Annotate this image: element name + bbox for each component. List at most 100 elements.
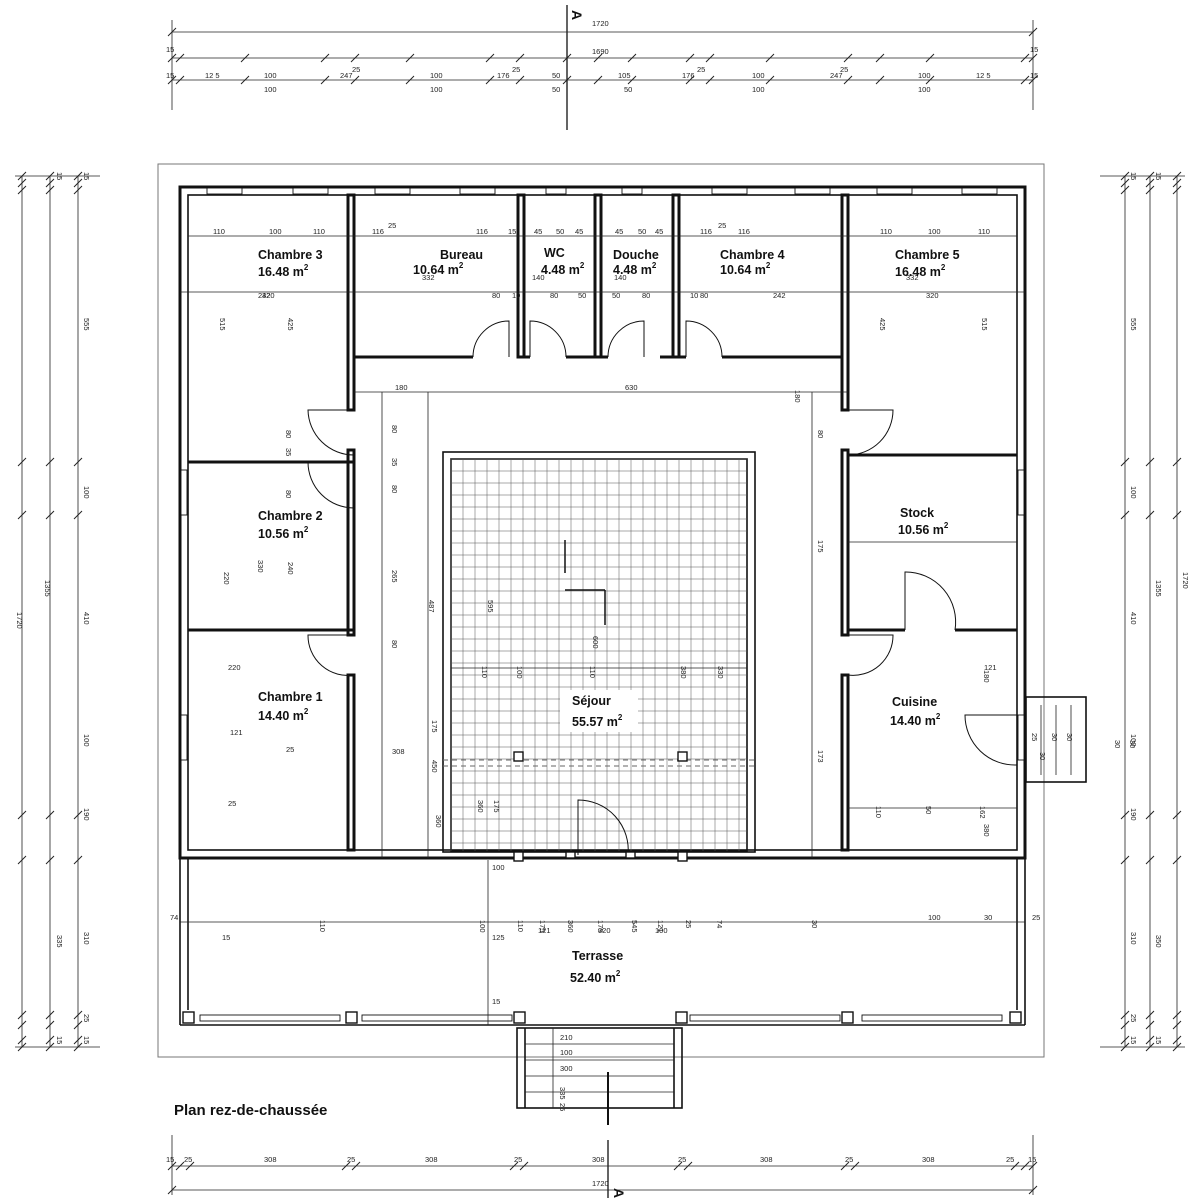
interior-dimension-label: 180 [395,383,408,392]
interior-dimension-label: 80 [492,291,500,300]
interior-dimension-label: 360 [566,920,575,933]
interior-dimension-label: 110 [480,666,489,678]
dim-bottom-seg: 25 [1006,1155,1014,1164]
interior-dimension-label: 30 [1113,740,1122,748]
interior-dimension-label: 80 [550,291,558,300]
room-label-chambre-1: Chambre 1 14.40 m2 [258,690,323,723]
dim-top-edge-right: 15 [1030,45,1038,54]
dimension-tick [73,457,83,467]
interior-dimension-label: 210 [560,1033,573,1042]
dimension-tick [73,178,83,188]
dimension-tick [45,1020,55,1030]
dim-right-seg: 100 [1129,734,1138,747]
dimension-tick [1028,27,1038,37]
interior-dimension-label: 380 [982,824,991,837]
dim-top-row3: 25 [512,65,520,74]
interior-dimension-label: 125 [492,933,505,942]
interior-dimension-label: 116 [700,227,712,236]
dimension-tick [1120,1010,1130,1020]
dim-top-row3: 12 5 [205,71,220,80]
dimension-tick [1145,1020,1155,1030]
interior-dimension-label: 175 [816,540,825,553]
dimension-tick [705,53,715,63]
dimension-tick [17,855,27,865]
dimension-tick [341,1161,351,1171]
dimension-tick [1020,75,1030,85]
dimension-tick [1145,810,1155,820]
front-stairs [516,1027,683,1125]
dim-right-overall: 1720 [1181,572,1190,589]
dimension-tick [240,53,250,63]
interior-dimension-label: 180 [982,670,991,683]
dim-top-row3: 25 [697,65,705,74]
interior-dimension-label: 175 [596,920,605,933]
interior-dimension-label: 45 [615,227,623,236]
interior-dimension-label: 175 [538,920,547,933]
dimension-tick [17,171,27,181]
room-label-douche: Douche 4.48 m2 [613,248,659,277]
interior-dimension-label: 100 [560,1048,573,1057]
interior-dimension-label: 110 [978,227,990,236]
dim-top-row3: 247 [340,71,353,80]
dimension-tick [1145,855,1155,865]
dim-left-seg: 555 [82,318,91,331]
dim-right-inner: 1355 [1154,580,1163,597]
dim-top-row3-under: 50 [624,85,632,94]
interior-dimension-label: 35 [390,458,399,466]
dimension-tick [705,75,715,85]
dim-top-inner: 1690 [592,47,609,56]
interior-dimension-label: 450 [430,760,439,773]
interior-dimension-label: 35 [284,448,293,456]
interior-dimension-label: 175 [492,800,501,813]
dimension-tick [627,75,637,85]
dimension-tick [17,810,27,820]
room-area: 4.48 m2 [613,261,657,277]
room-name: Chambre 5 [895,248,960,262]
interior-dimension-label: 630 [625,383,638,392]
dimension-tick [45,171,55,181]
interior-dimension-label: 242 [258,291,271,300]
interior-dimension-label: 100 [928,227,941,236]
dimension-tick [593,53,603,63]
interior-dimension-label: 140 [532,273,545,282]
dimension-tick [1172,1035,1182,1045]
room-name: Chambre 2 [258,509,323,523]
interior-dimension-label: 116 [476,227,488,236]
dimension-tick [167,27,177,37]
room-label-sejour: Séjour 55.57 m2 [560,690,638,732]
interior-dimension-label: 121 [656,920,665,933]
room-area: 10.56 m2 [898,521,949,537]
dimension-tick [350,75,360,85]
dimension-tick [875,75,885,85]
dim-left-seg: 100 [82,486,91,499]
dimension-tick [562,53,572,63]
interior-dimension-label: 30 [1050,733,1059,741]
room-name: Douche [613,248,659,262]
room-label-stock: Stock 10.56 m2 [898,506,949,537]
dimension-tick [73,1020,83,1030]
dim-left-seg: 15 [82,1036,91,1044]
dimension-tick [1172,510,1182,520]
section-mark-top: A [569,10,585,20]
dimension-tick [405,53,415,63]
dim-top-row3-under: 100 [430,85,443,94]
dim-top-row3: 100 [264,71,277,80]
dim-top-row3: 50 [552,71,560,80]
dimension-tick [1120,855,1130,865]
left-dimension-labels: 1720 1355 15 15 555 100 410 100 190 335 … [15,172,91,1044]
dimension-tick [17,510,27,520]
dim-top-row3: 15 [166,71,174,80]
dim-top-row3: 100 [752,71,765,80]
interior-dimension-label: 425 [286,318,295,331]
interior-dimension-label: 320 [598,926,611,935]
dimension-tick [351,1161,361,1171]
dimension-tick [673,1161,683,1171]
dimension-tick [240,75,250,85]
room-area: 55.57 m2 [572,713,623,729]
interior-dimension-label: 121 [230,728,243,737]
interior-dimension-label: 30 [1038,752,1047,760]
dimension-tick [1172,1020,1182,1030]
interior-dimension-label: 25 [388,221,396,230]
dim-left-seg: 15 [55,1036,64,1044]
interior-dimension-label: 25 [684,920,693,928]
